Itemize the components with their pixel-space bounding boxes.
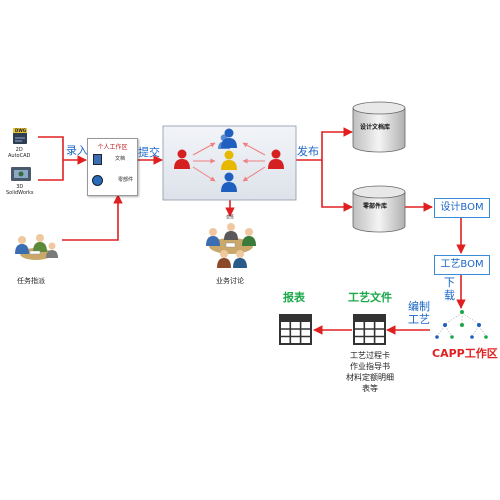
workspace-title: 个人工作区 bbox=[97, 144, 128, 151]
arrow-publish bbox=[296, 127, 353, 212]
process-doc-table-icon bbox=[353, 314, 386, 345]
workspace-doc-item: 文档 bbox=[115, 156, 126, 162]
capp-tree-icon bbox=[435, 310, 488, 339]
solidworks-label: 3D SolidWorks bbox=[6, 184, 34, 196]
collaboration-panel bbox=[162, 125, 297, 201]
autocad-label: 2D AutoCAD bbox=[8, 147, 31, 159]
arrow-input bbox=[38, 136, 87, 181]
parts-db-icon bbox=[352, 185, 406, 233]
solidworks-icon bbox=[11, 167, 31, 181]
dwg-badge: DWG bbox=[15, 128, 27, 133]
meeting-people-icon bbox=[15, 234, 58, 260]
design-bom-box: 设计BOM bbox=[434, 198, 490, 218]
design-document-db-icon bbox=[352, 101, 406, 153]
process-doc-title: 工艺文件 bbox=[348, 291, 392, 304]
workspace-part-item: 零部件 bbox=[118, 177, 134, 183]
submit-label: 提交 bbox=[138, 146, 160, 159]
process-bom-box: 工艺BOM bbox=[434, 255, 490, 275]
compile-label: 编制工艺 bbox=[407, 300, 431, 326]
design-db-label: 设计文档库 bbox=[360, 124, 391, 131]
download-text: 下载 bbox=[444, 276, 455, 302]
business-discussion-icon bbox=[206, 223, 256, 268]
report-table-icon bbox=[279, 314, 312, 345]
publish-label: 发布 bbox=[297, 145, 319, 158]
process-doc-caption: 工艺过程卡 作业指导书 材料定额明细 表等 bbox=[346, 351, 394, 393]
document-icon bbox=[93, 154, 102, 165]
autocad-icon bbox=[13, 128, 27, 144]
compile-text: 编制工艺 bbox=[408, 300, 430, 326]
personal-workspace: 个人工作区 文档 零部件 bbox=[87, 138, 138, 196]
signoff-badge: 会签 bbox=[226, 214, 234, 219]
capp-workspace-label: CAPP工作区 bbox=[432, 347, 498, 360]
business-discussion-label: 业务讨论 bbox=[216, 277, 244, 285]
gear-icon bbox=[92, 175, 103, 186]
download-label: 下载 bbox=[444, 276, 456, 302]
parts-db-label: 零部件库 bbox=[363, 203, 388, 210]
arrow-task bbox=[62, 194, 123, 241]
input-label: 录入 bbox=[66, 144, 88, 157]
report-title: 报表 bbox=[283, 291, 305, 304]
task-assign-label: 任务指派 bbox=[17, 277, 45, 285]
